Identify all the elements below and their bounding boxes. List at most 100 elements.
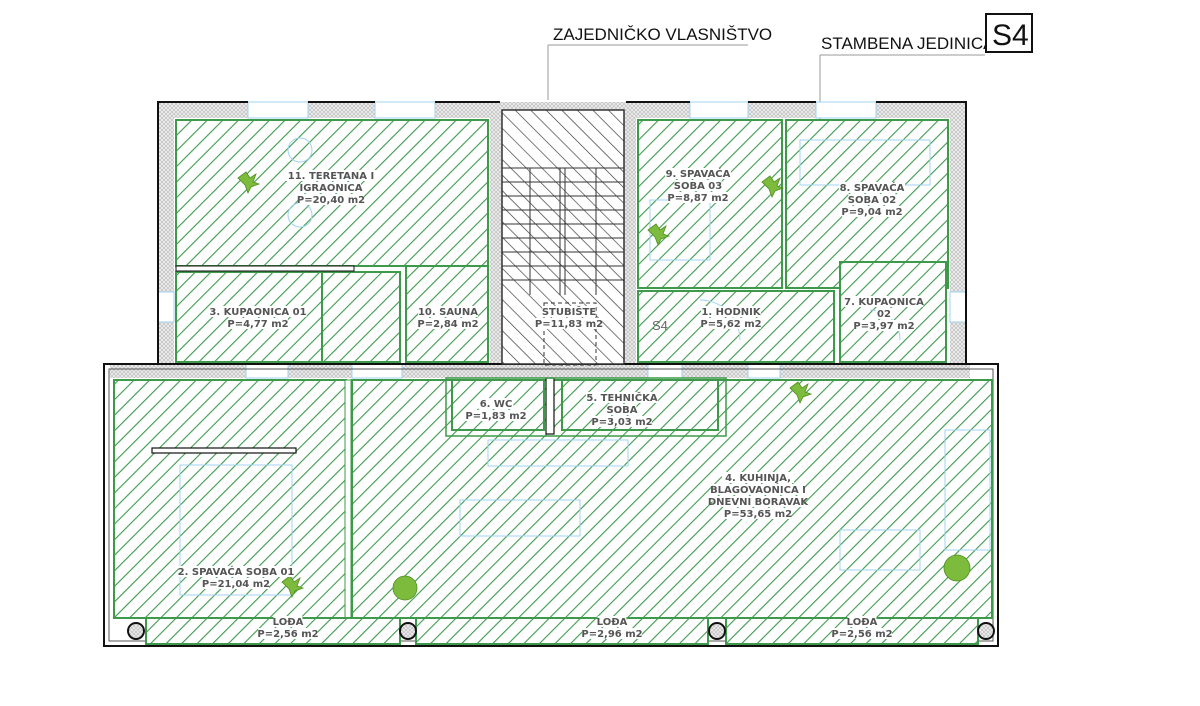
room-label-line: P=2,96 m2 xyxy=(581,629,642,640)
door-opening xyxy=(245,363,289,379)
header: ZAJEDNIČKO VLASNIŠTVO STAMBENA JEDINICA … xyxy=(547,13,1033,120)
door-opening xyxy=(647,363,683,379)
room-label-background xyxy=(478,398,514,409)
room-label-background xyxy=(418,318,478,329)
room-label-6: 6. WCP=1,83 m2 xyxy=(465,398,527,422)
plant-icon xyxy=(237,171,261,194)
room-label-line: STUBIŠTE xyxy=(542,305,597,318)
room-label-line: 5. TEHNIČKA xyxy=(586,391,657,404)
room-label-line: LOĐA xyxy=(847,617,878,628)
room-label-line: 2. SPAVAĆA SOBA 01 xyxy=(178,565,295,578)
room-label-2: 2. SPAVAĆA SOBA 01P=21,04 m2 xyxy=(178,565,295,590)
window xyxy=(374,101,436,119)
room-label-line: SOBA xyxy=(606,405,637,416)
door-opening xyxy=(351,363,403,379)
window xyxy=(689,101,749,119)
residential-unit-label: STAMBENA JEDINICA xyxy=(821,34,995,53)
column xyxy=(127,622,145,640)
room-label-background xyxy=(285,170,377,181)
room-label-background xyxy=(725,508,791,519)
room-label-line: P=1,83 m2 xyxy=(465,411,526,422)
partition xyxy=(545,377,555,435)
room-label-background xyxy=(668,192,728,203)
room-label-background xyxy=(854,320,914,331)
gym-equipment xyxy=(287,137,313,163)
room-label-background xyxy=(542,306,596,317)
unit-code-box xyxy=(985,13,1033,53)
room-label-line: IGRAONICA xyxy=(299,183,362,194)
room-label-line: P=2,56 m2 xyxy=(831,629,892,640)
right-wall-upper xyxy=(950,102,966,364)
room-label-background xyxy=(418,306,478,317)
room-label-line: P=4,77 m2 xyxy=(227,319,288,330)
room-label-background xyxy=(301,182,361,193)
unit-code: S4 xyxy=(992,19,1029,52)
room-label-line: P=2,56 m2 xyxy=(257,629,318,640)
room-label-3: 3. KUPAONICA 01P=4,77 m2 xyxy=(209,306,307,330)
room-label-background xyxy=(298,194,364,205)
room-11-annex xyxy=(321,271,401,363)
room-label-background xyxy=(847,616,877,627)
room-label-background xyxy=(844,296,924,307)
room-label-background xyxy=(607,404,637,415)
room-label-line: P=21,04 m2 xyxy=(202,579,270,590)
room-label-line: P=5,62 m2 xyxy=(700,319,761,330)
room-label-background xyxy=(665,168,731,179)
plant-icon xyxy=(761,175,785,198)
door-opening xyxy=(747,363,781,379)
floor-plan-marker: S4 xyxy=(652,318,668,333)
room-label-line: 11. TERETANA I xyxy=(288,171,374,182)
partition xyxy=(175,265,355,272)
stair-label-frame xyxy=(543,302,597,366)
room-label-background xyxy=(721,472,795,483)
room-label-background xyxy=(203,578,269,589)
room-label-background xyxy=(585,392,659,403)
room-label-line: 9. SPAVAĆA xyxy=(666,167,731,180)
room-label-line: 7. KUPAONICA xyxy=(844,297,924,308)
room-label-background xyxy=(228,318,288,329)
window xyxy=(157,291,175,323)
service-block-outline xyxy=(445,377,727,437)
room-label-line: P=53,65 m2 xyxy=(724,509,792,520)
room-label-background xyxy=(273,616,303,627)
room-label-line: 4. KUHINJA, xyxy=(725,473,791,484)
plant-icon xyxy=(789,381,813,404)
room-label-background xyxy=(848,194,896,205)
room-label-line: P=11,83 m2 xyxy=(535,319,603,330)
room-label-line: 3. KUPAONICA 01 xyxy=(209,307,306,318)
room-label-line: DNEVNI BORAVAK xyxy=(708,497,809,508)
room-label-background xyxy=(209,306,307,317)
plants xyxy=(237,171,971,601)
room-label-line: LOĐA xyxy=(597,617,628,628)
room-label-line: P=2,84 m2 xyxy=(417,319,478,330)
window xyxy=(815,101,877,119)
room-label-line: P=20,40 m2 xyxy=(297,195,365,206)
plant-icon xyxy=(943,554,971,582)
room-label-line: 10. SAUNA xyxy=(418,307,478,318)
window xyxy=(949,291,967,323)
room-label-line: P=9,04 m2 xyxy=(841,207,902,218)
kitchen-counter xyxy=(487,439,629,467)
column xyxy=(399,622,417,640)
stair-steps xyxy=(502,167,624,295)
room-label-line: 6. WC xyxy=(480,399,513,410)
room-label-background xyxy=(875,308,893,319)
room-label-background xyxy=(536,318,602,329)
plant-icon xyxy=(281,575,305,598)
room-label-line: P=3,97 m2 xyxy=(853,321,914,332)
common-ownership-label: ZAJEDNIČKO VLASNIŠTVO xyxy=(553,25,772,44)
room-label-line: SOBA 02 xyxy=(848,195,897,206)
room-label-background xyxy=(466,410,526,421)
dining-table xyxy=(459,499,581,537)
room-label-background xyxy=(258,628,318,639)
left-wall-upper xyxy=(158,102,174,364)
